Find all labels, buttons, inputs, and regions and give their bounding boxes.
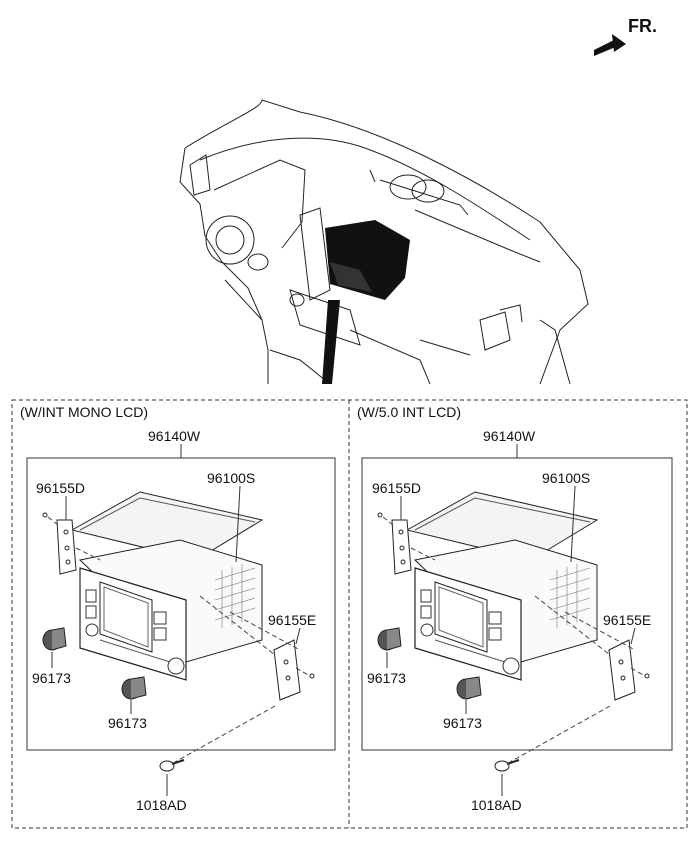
part-label-knob-left: 96173 [367,670,406,686]
part-label-knob-left: 96173 [32,670,71,686]
part-label-bracket-right: 96155E [603,612,652,628]
part-label-cover: 96100S [207,470,256,486]
part-label-knob-lower: 96173 [443,715,482,731]
part-label-bracket-right: 96155E [268,612,317,628]
assembly-label-right: 96140W [483,428,536,444]
assembly-label-left: 96140W [148,428,201,444]
part-label-bracket-left: 96155D [372,480,422,496]
dashboard-illustration [179,99,589,385]
outer-dashed-frame [11,399,688,829]
part-label-cover: 96100S [542,470,591,486]
head-unit-location [322,220,410,384]
front-direction-label: FR. [628,16,657,36]
panel-title-right: (W/5.0 INT LCD) [357,404,461,420]
part-label-screw: 1018AD [136,797,187,813]
part-label-screw: 1018AD [471,797,522,813]
front-arrow-icon [594,34,626,56]
panel-title-left: (W/INT MONO LCD) [20,404,149,420]
part-label-knob-lower: 96173 [108,715,147,731]
part-label-bracket-left: 96155D [36,480,86,496]
